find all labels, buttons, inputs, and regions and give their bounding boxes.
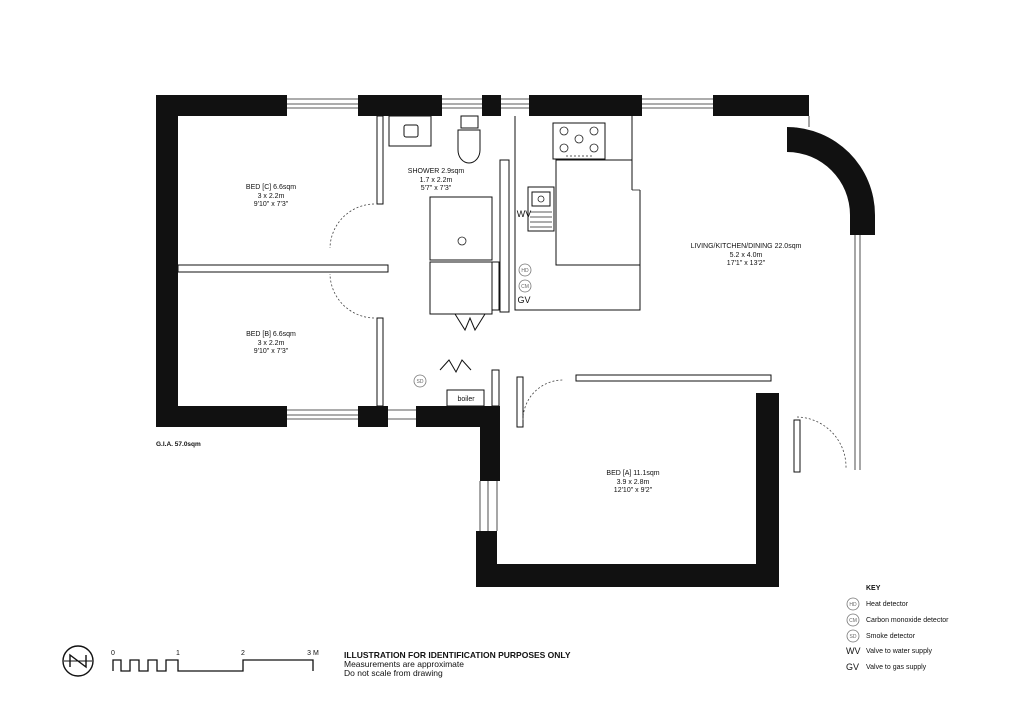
bathroom-fixtures xyxy=(388,115,486,332)
wv-label: WV xyxy=(517,209,532,219)
room-label-living: LIVING/KITCHEN/DINING 22.0sqm 5.2 x 4.0m… xyxy=(691,243,802,267)
shower-metric: 1.7 x 2.2m xyxy=(420,177,453,184)
disclaimer-line-2: Measurements are approximate xyxy=(344,659,464,669)
toilet-bowl xyxy=(457,129,481,164)
room-label-bed-c: BED [C] 6.6sqm 3 x 2.2m 9'10" x 7'3" xyxy=(246,184,296,208)
room-label-shower: SHOWER 2.9sqm 1.7 x 2.2m 5'7" x 7'3" xyxy=(408,168,465,192)
key-sd-label: Smoke detector xyxy=(866,633,916,640)
shower-name: SHOWER 2.9sqm xyxy=(408,168,465,175)
boiler-area: boiler xyxy=(439,359,485,407)
key-gv-label: Valve to gas supply xyxy=(866,664,927,671)
sink xyxy=(388,115,432,147)
exterior-walls xyxy=(156,95,875,587)
key-hd-symbol: HD xyxy=(849,602,857,608)
plan-symbols: WV HD CM GV SD xyxy=(413,209,532,388)
north-arrow-circle xyxy=(62,645,94,677)
bed-a-name: BED [A] 11.1sqm xyxy=(606,470,659,477)
disclaimer: ILLUSTRATION FOR IDENTIFICATION PURPOSES… xyxy=(344,650,571,678)
sd-symbol-text: SD xyxy=(417,379,424,385)
bed-a-metric: 3.9 x 2.8m xyxy=(617,479,650,486)
key-hd-circle xyxy=(846,597,860,611)
room-label-bed-b: BED [B] 6.6sqm 3 x 2.2m 9'10" x 7'3" xyxy=(246,331,296,355)
key-sd-circle xyxy=(846,629,860,643)
hob xyxy=(552,122,606,160)
bed-c-metric: 3 x 2.2m xyxy=(258,193,285,200)
door-swings xyxy=(329,203,847,469)
bed-b-imperial: 9'10" x 7'3" xyxy=(254,348,289,355)
boiler-box xyxy=(446,389,485,407)
bed-b-metric: 3 x 2.2m xyxy=(258,340,285,347)
key-cm-circle xyxy=(846,613,860,627)
key-legend: KEY HD Heat detector CM Carbon monoxide … xyxy=(846,585,949,672)
shower-bifold-door xyxy=(454,313,486,332)
heat-detector-symbol xyxy=(518,263,532,277)
scale-label-0: 0 xyxy=(111,650,115,657)
key-cm-symbol: CM xyxy=(849,618,857,624)
disclaimer-line-1: ILLUSTRATION FOR IDENTIFICATION PURPOSES… xyxy=(344,650,571,660)
key-gv-symbol: GV xyxy=(846,662,859,672)
living-imperial: 17'1" x 13'2" xyxy=(727,260,766,267)
smoke-detector-symbol xyxy=(413,374,427,388)
interior-walls xyxy=(177,115,801,473)
bed-c-imperial: 9'10" x 7'3" xyxy=(254,201,289,208)
bed-b-name: BED [B] 6.6sqm xyxy=(246,331,296,338)
shower-imperial: 5'7" x 7'3" xyxy=(421,185,452,192)
key-wv-label: Valve to water supply xyxy=(866,648,933,655)
living-metric: 5.2 x 4.0m xyxy=(730,252,763,259)
living-name: LIVING/KITCHEN/DINING 22.0sqm xyxy=(691,243,802,250)
scale-label-3: 3 M xyxy=(307,650,319,657)
key-wv-symbol: WV xyxy=(846,646,861,656)
windows xyxy=(287,98,861,531)
cupboard-bifold-door xyxy=(439,359,472,374)
scale-bar: 0 1 2 3 M xyxy=(111,650,319,672)
co-detector-symbol xyxy=(518,279,532,293)
key-sd-symbol: SD xyxy=(850,634,857,640)
shower-drain xyxy=(457,236,467,246)
key-hd-label: Heat detector xyxy=(866,601,909,608)
disclaimer-line-3: Do not scale from drawing xyxy=(344,668,443,678)
key-title: KEY xyxy=(866,585,881,592)
kitchen-sink xyxy=(527,186,555,232)
bed-c-name: BED [C] 6.6sqm xyxy=(246,184,296,191)
boiler-label: boiler xyxy=(457,396,475,403)
gia-label: G.I.A. 57.0sqm xyxy=(156,441,201,448)
key-cm-label: Carbon monoxide detector xyxy=(866,617,949,624)
room-label-bed-a: BED [A] 11.1sqm 3.9 x 2.8m 12'10" x 9'2" xyxy=(606,470,659,494)
cm-symbol-text: CM xyxy=(521,284,529,290)
scale-label-2: 2 xyxy=(241,650,245,657)
gv-label: GV xyxy=(517,295,530,305)
north-arrow xyxy=(62,645,94,677)
bed-a-imperial: 12'10" x 9'2" xyxy=(614,487,653,494)
hd-symbol-text: HD xyxy=(521,268,529,274)
scale-label-1: 1 xyxy=(176,650,180,657)
toilet-cistern xyxy=(460,115,479,129)
